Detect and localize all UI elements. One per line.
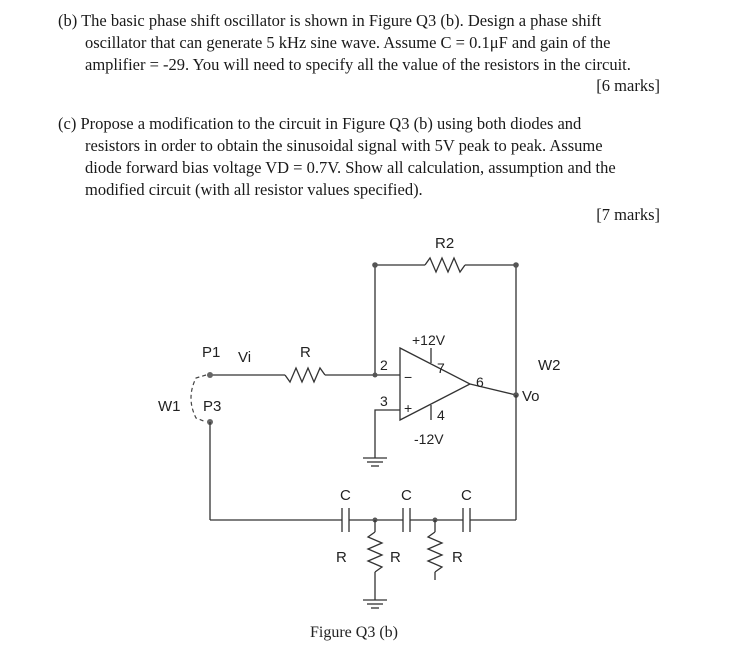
pin3-label: 3 (380, 393, 388, 409)
vi-label: Vi (238, 349, 251, 366)
figure-caption: Figure Q3 (b) (310, 624, 398, 641)
non-inverting-sign: + (404, 400, 412, 416)
question-b: (b) The basic phase shift oscillator is … (58, 10, 660, 76)
question-b-line-2: oscillator that can generate 5 kHz sine … (85, 33, 611, 52)
negative-supply-label: -12V (414, 431, 444, 447)
pin6-label: 6 (476, 374, 484, 390)
resistor-b-label: R (390, 549, 401, 566)
resistor-c-label: R (452, 549, 463, 566)
r2-label: R2 (435, 235, 454, 252)
r2-resistor (424, 256, 466, 274)
vo-label: Vo (522, 388, 540, 405)
question-c-line-4: modified circuit (with all resistor valu… (85, 180, 423, 199)
op-amp-triangle (399, 346, 472, 422)
question-c-marks: [7 marks] (596, 205, 660, 224)
capacitor-2-label: C (401, 487, 412, 504)
shunt-resistor-1 (366, 531, 384, 573)
feedback-wire-right (465, 264, 517, 395)
positive-supply-label: +12V (412, 332, 446, 348)
input-resistor-label: R (300, 344, 311, 361)
w2-label: W2 (538, 357, 561, 374)
question-b-marks: [6 marks] (596, 76, 660, 95)
capacitor-3-label: C (461, 487, 472, 504)
question-b-line-3: amplifier = -29. You will need to specif… (85, 55, 631, 74)
p1-terminal (207, 372, 213, 378)
pin2-label: 2 (380, 357, 388, 373)
output-wire (469, 383, 517, 396)
resistor-a-label: R (336, 549, 347, 566)
question-c-line-3: diode forward bias voltage VD = 0.7V. Sh… (85, 158, 616, 177)
question-c-line-2: resistors in order to obtain the sinusoi… (85, 136, 603, 155)
inverting-sign: − (404, 369, 412, 385)
question-c-line-1: (c) Propose a modification to the circui… (58, 114, 582, 133)
pin7-label: 7 (437, 360, 445, 376)
p3-label: P3 (203, 398, 221, 415)
pin4-label: 4 (437, 407, 445, 423)
input-resistor (284, 366, 326, 384)
p1-label: P1 (202, 344, 220, 361)
junction-dot (513, 262, 519, 268)
w1-switch-dashed (190, 374, 207, 423)
shunt-resistor-2 (426, 531, 444, 573)
junction-dot (372, 372, 378, 378)
question-b-line-1: (b) The basic phase shift oscillator is … (58, 11, 602, 30)
junction-dot (372, 262, 378, 268)
capacitor-1-label: C (340, 487, 351, 504)
question-c: (c) Propose a modification to the circui… (58, 113, 660, 201)
w1-label: W1 (158, 398, 181, 415)
non-inverting-wire (374, 409, 400, 458)
